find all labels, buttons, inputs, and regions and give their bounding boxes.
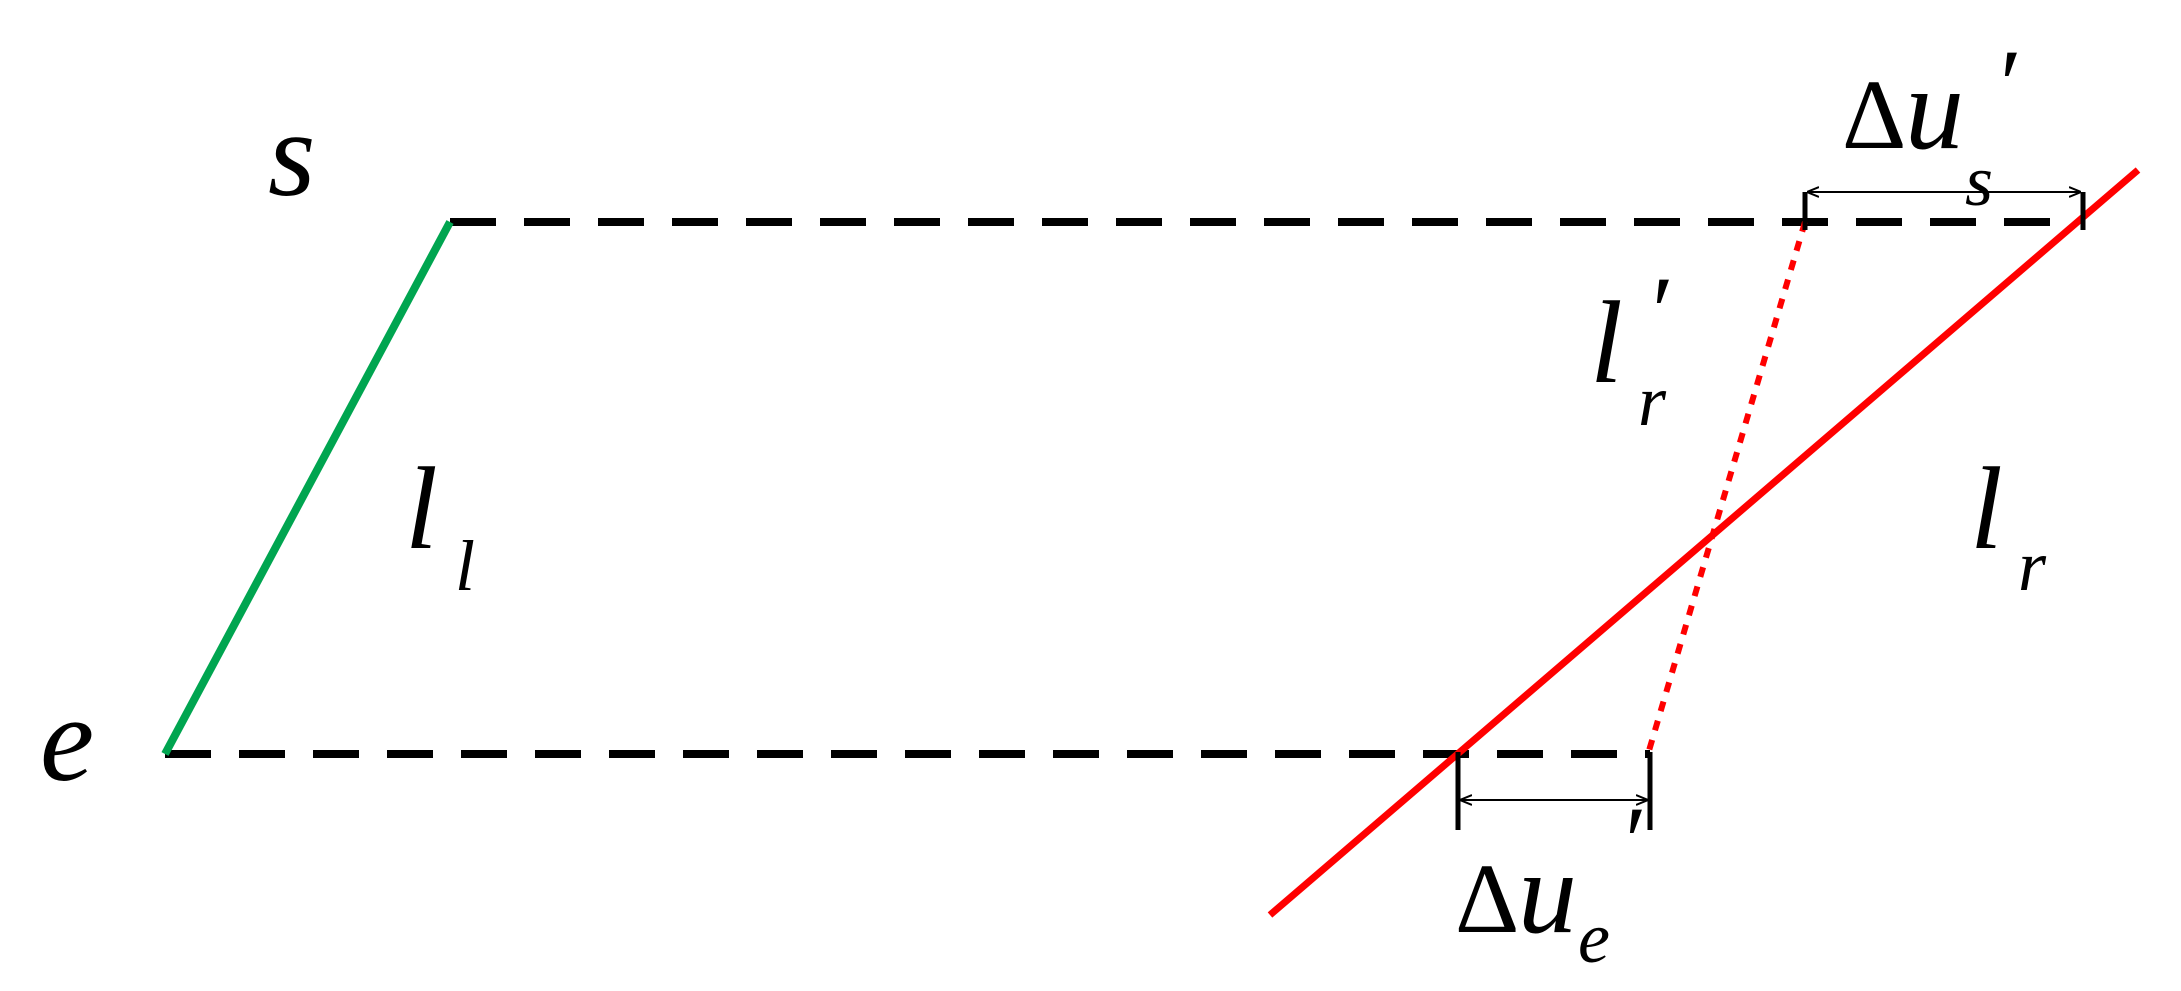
label-lr-prime-sub: r: [1638, 361, 1667, 441]
label-lr-prime: l r ′: [1590, 256, 1674, 441]
label-delta-us-main: u: [1905, 43, 1964, 174]
label-lr-main: l: [1970, 443, 2003, 574]
label-e: e: [40, 672, 94, 807]
label-delta-ue-prime: Δ u e ′: [1455, 786, 1647, 978]
label-lr: l r: [1970, 443, 2047, 606]
label-s: s: [268, 87, 315, 222]
label-lr-prime-main: l: [1590, 277, 1623, 408]
label-lr-prime-mark: ′: [1652, 256, 1674, 367]
label-delta-us-prime-mark: ′: [2000, 29, 2022, 140]
label-delta-ue-prime-mark: ′: [1625, 786, 1647, 897]
label-ll-main: l: [405, 443, 438, 574]
label-delta-ue-symbol: Δ: [1455, 843, 1519, 954]
label-ll: l l: [405, 443, 475, 606]
label-ll-sub: l: [455, 526, 475, 606]
label-delta-ue-main: u: [1518, 827, 1577, 958]
right-line-lr: [1267, 167, 2141, 918]
label-delta-us-symbol: Δ: [1842, 59, 1906, 170]
left-segment-ll: [161, 220, 454, 756]
label-delta-us-sub: s: [1965, 141, 1993, 221]
right-line-lr-prime: [1645, 221, 1808, 755]
label-delta-us-prime: Δ u s ′: [1842, 29, 2022, 221]
label-delta-ue-sub: e: [1578, 898, 1610, 978]
label-lr-sub: r: [2018, 526, 2047, 606]
